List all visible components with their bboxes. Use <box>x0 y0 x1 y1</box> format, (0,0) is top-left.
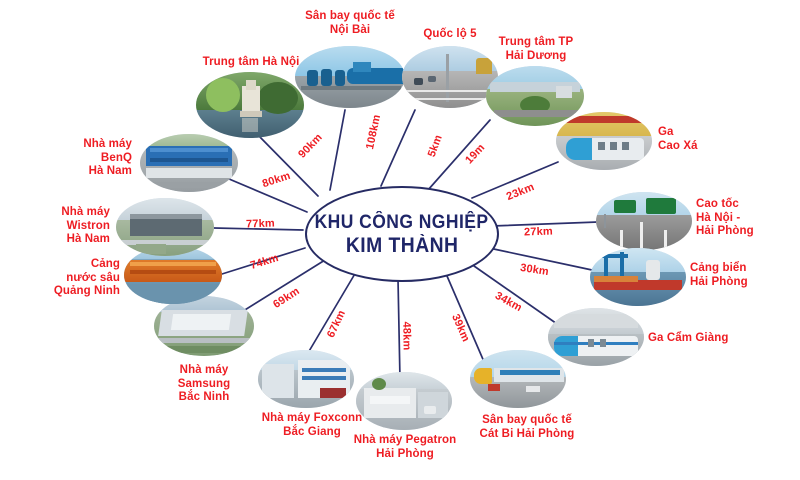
label-cao-toc-ha-noi-hai-phong: Cao tốc Hà Nội - Hải Phòng <box>696 198 754 238</box>
thumb-pegatron-factory <box>356 372 452 430</box>
label-cang-bien-hai-phong: Cảng biển Hải Phòng <box>690 262 748 288</box>
thumb-benq-factory-aerial <box>140 134 238 192</box>
label-nha-may-benq: Nhà máy BenQ Hà Nam <box>83 138 132 178</box>
thumb-noi-bai-airport-planes <box>295 46 405 108</box>
central-hub: KHU CÔNG NGHIỆP KIM THÀNH <box>305 186 499 282</box>
thumb-foxconn-factory <box>258 350 354 408</box>
label-ga-cam-giang: Ga Cẩm Giàng <box>648 332 729 344</box>
label-nha-may-samsung: Nhà máy Samsung Bắc Ninh <box>177 364 231 404</box>
thumb-samsung-factory-aerial <box>154 296 254 356</box>
thumb-cat-bi-airport-terminal <box>470 350 566 408</box>
label-san-bay-noi-bai: Sân bay quốc tế Nội Bài <box>305 10 395 36</box>
thumb-cao-xa-railway-station-train <box>556 112 652 170</box>
thumb-hai-phong-seaport-cranes <box>590 248 686 306</box>
label-san-bay-cat-bi: Sân bay quốc tế Cát Bi Hải Phòng <box>479 414 575 440</box>
label-nha-may-foxconn: Nhà máy Foxconn Bắc Giang <box>261 412 363 438</box>
thumb-expressway-green-signs <box>596 192 692 250</box>
distance-cao-toc-ha-noi-hai-phong: 27km <box>523 225 554 239</box>
label-ga-cao-xa: Ga Cao Xá <box>658 126 698 152</box>
label-trung-tam-ha-noi: Trung tâm Hà Nội <box>202 56 300 68</box>
thumb-highway-route-5 <box>402 46 498 108</box>
distance-nha-may-pegatron: 48km <box>400 321 413 351</box>
distance-nha-may-wistron: 77km <box>245 217 276 231</box>
label-trung-tam-tp-hai-duong: Trung tâm TP Hải Dương <box>498 36 574 62</box>
hub-title-line1: KHU CÔNG NGHIỆP <box>315 211 489 233</box>
label-cang-nuoc-sau-quang-ninh: Cảng nước sâu Quảng Ninh <box>53 258 120 298</box>
thumb-wistron-factory <box>116 198 214 256</box>
label-nha-may-pegatron: Nhà máy Pegatron Hải Phòng <box>353 434 457 460</box>
hub-title-line2: KIM THÀNH <box>345 233 459 257</box>
label-quoc-lo-5: Quốc lộ 5 <box>423 28 477 40</box>
label-nha-may-wistron: Nhà máy Wistron Hà Nam <box>61 206 110 246</box>
thumb-cam-giang-station-train <box>548 308 644 366</box>
thumb-hoan-kiem-lake-turtle-tower <box>196 72 304 138</box>
